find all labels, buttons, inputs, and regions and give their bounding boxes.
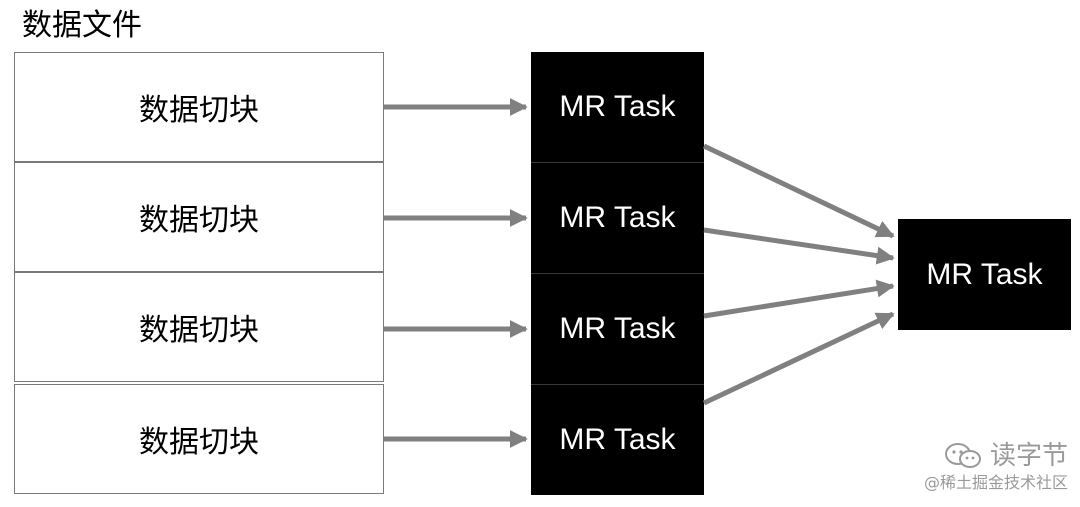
map-task-node: MR Task [531,52,704,163]
data-chunk: 数据切块 [14,272,384,382]
watermark-brand: 读字节 [989,441,1068,471]
watermark: 读字节 @稀土掘金技术社区 [924,440,1068,494]
data-chunk: 数据切块 [14,52,384,162]
data-chunk-label: 数据切块 [139,203,259,238]
data-chunk-label: 数据切块 [139,425,259,460]
chat-bubbles-icon [944,443,981,468]
map-task-label: MR Task [559,201,676,234]
task-to-reduce-arrow [702,143,895,239]
task-to-reduce-arrow [702,311,895,406]
task-to-reduce-arrow [703,279,895,319]
data-chunk-label: 数据切块 [139,313,259,348]
data-chunk: 数据切块 [14,384,384,494]
map-task-node: MR Task [531,385,704,495]
map-task-node: MR Task [531,274,704,385]
map-task-label: MR Task [559,312,676,345]
map-task-label: MR Task [559,90,676,123]
data-chunk: 数据切块 [14,162,384,272]
data-chunk-label: 数据切块 [139,93,259,128]
watermark-source: @稀土掘金技术社区 [923,473,1068,492]
diagram-title: 数据文件 [22,8,142,43]
reduce-task-label: MR Task [926,257,1043,291]
task-to-reduce-arrow [703,227,895,265]
reduce-task-node: MR Task [898,219,1071,330]
map-task-label: MR Task [559,423,676,456]
map-task-node: MR Task [531,163,704,274]
